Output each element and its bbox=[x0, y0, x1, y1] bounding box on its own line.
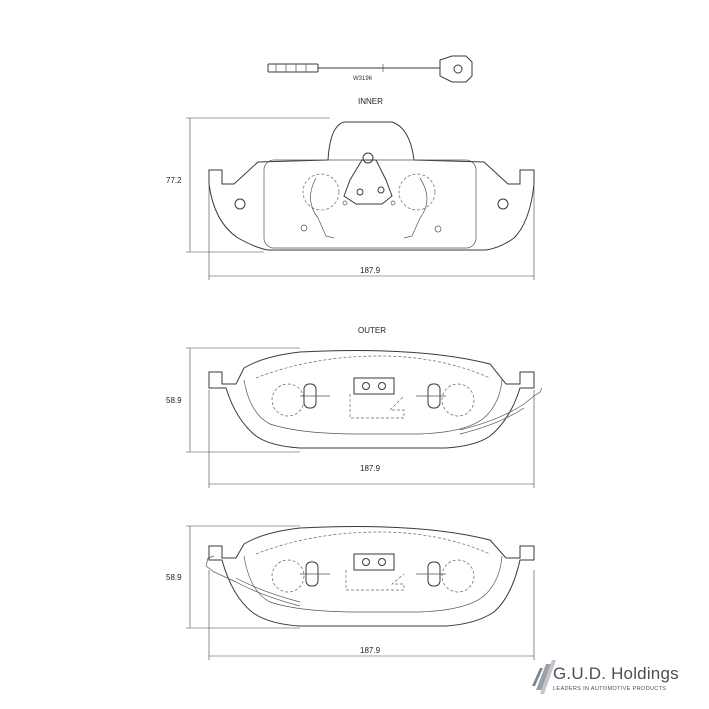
gud-logo-mark-icon bbox=[532, 660, 556, 694]
outer-backing-plate bbox=[208, 350, 535, 449]
outer-view: OUTER 58.9 187.9 bbox=[166, 326, 543, 488]
inner-backing-plate bbox=[208, 121, 535, 251]
outer-sensor-wire bbox=[459, 387, 543, 431]
third-clip bbox=[353, 553, 395, 571]
brand-name: G.U.D. Holdings bbox=[553, 664, 679, 683]
inner-width-dimension: 187.9 bbox=[360, 266, 381, 275]
outer-clip bbox=[353, 377, 395, 395]
outer-width-dimension: 187.9 bbox=[360, 464, 381, 473]
inner-height-dimension: 77.2 bbox=[166, 176, 182, 185]
inner-right-hole bbox=[497, 198, 509, 210]
third-sensor-wire bbox=[205, 555, 301, 607]
inner-clip bbox=[343, 159, 393, 205]
outer-view-label: OUTER bbox=[358, 326, 386, 335]
outer-height-dimension: 58.9 bbox=[166, 396, 182, 405]
sensor-plug bbox=[267, 63, 319, 73]
third-width-dimension: 187.9 bbox=[360, 646, 381, 655]
sensor-eyelet bbox=[439, 55, 473, 83]
wear-sensor: W3196 bbox=[267, 55, 473, 83]
inner-view-label: INNER bbox=[358, 97, 383, 106]
third-backing-plate bbox=[208, 526, 535, 627]
inner-view: INNER 77.2 187.9 bbox=[166, 97, 535, 280]
third-height-dimension: 58.9 bbox=[166, 573, 182, 582]
third-view: 58.9 187.9 bbox=[166, 525, 535, 660]
sensor-part-number: W3196 bbox=[353, 76, 373, 82]
inner-left-hole bbox=[234, 198, 246, 210]
brand-tagline: LEADERS IN AUTOMOTIVE PRODUCTS bbox=[553, 686, 667, 692]
